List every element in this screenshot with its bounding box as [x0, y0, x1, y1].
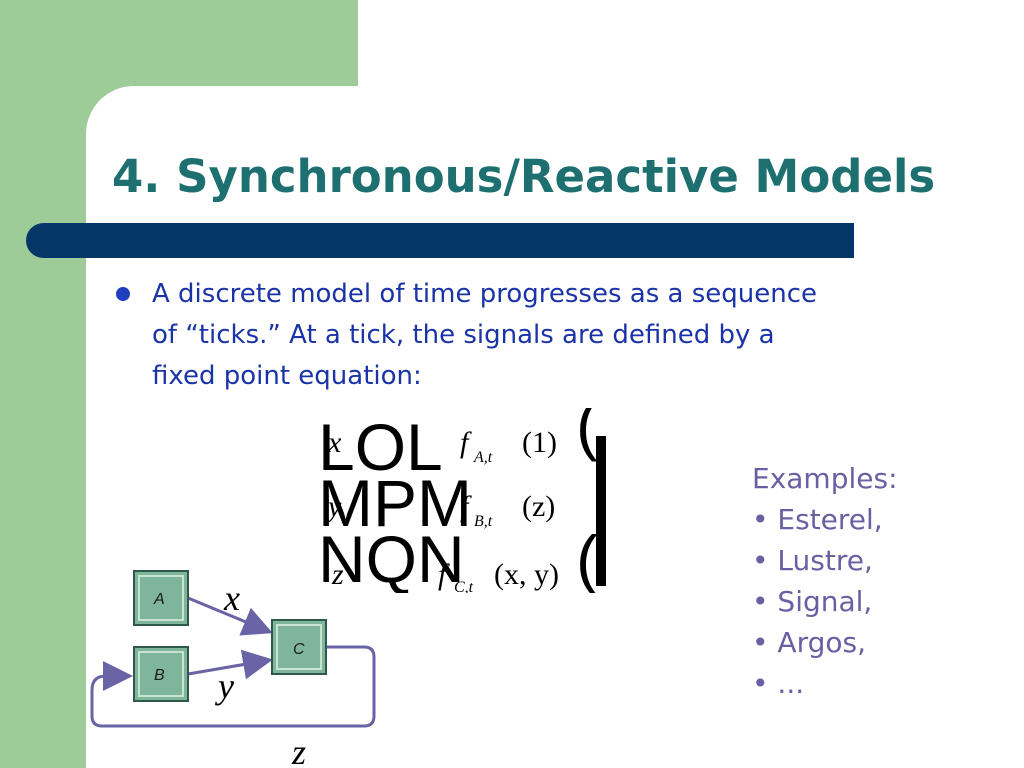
- node-label-b: B: [154, 667, 165, 684]
- equation-glyph: LOL: [318, 410, 443, 484]
- equation-line-2: y f B,t (z): [325, 490, 555, 530]
- examples-list: Examples: Esterel, Lustre, Signal, Argos…: [752, 458, 898, 704]
- signal-label-z: z: [291, 732, 306, 768]
- eq-lhs-x: x: [327, 426, 342, 459]
- title-underline-bar: [26, 223, 854, 258]
- eq-arg: (z): [522, 490, 555, 523]
- example-item: Esterel,: [752, 499, 898, 540]
- example-item: ...: [752, 663, 898, 704]
- equation-glyph: MPM: [318, 466, 472, 540]
- eq-lhs-z: z: [331, 558, 344, 591]
- node-a: A: [133, 570, 189, 626]
- example-item: Signal,: [752, 581, 898, 622]
- equation-glyph: NQN: [318, 522, 465, 593]
- eq-arg: (1): [522, 426, 557, 459]
- block-diagram: A B C x y z: [90, 570, 376, 768]
- node-label-a: A: [153, 591, 165, 608]
- arrow-a-to-c: [187, 596, 273, 636]
- bullet-icon: [116, 287, 130, 301]
- examples-heading: Examples:: [752, 462, 898, 495]
- slide-title: 4. Synchronous/Reactive Models: [112, 150, 936, 203]
- example-item: Lustre,: [752, 540, 898, 581]
- eq-lhs-y: y: [325, 490, 342, 523]
- eq-sub: B,t: [474, 513, 493, 530]
- signal-label-y: y: [215, 666, 234, 706]
- eq-sub: C,t: [454, 579, 474, 593]
- eq-arg: (x, y): [494, 558, 559, 591]
- feedback-arrow-c-to-b: [90, 645, 376, 728]
- top-background: [358, 0, 1024, 90]
- node-c: C: [271, 619, 327, 675]
- arrow-b-to-c: [187, 649, 273, 680]
- node-label-c: C: [293, 641, 305, 658]
- signal-label-x: x: [223, 578, 240, 618]
- fixed-point-equation: LOL MPM NQN ( ( x f A,t (1) y f B,t (z) …: [318, 408, 606, 593]
- equation-glyph: (: [576, 408, 598, 462]
- eq-fn: f: [460, 426, 472, 459]
- bullet-text: A discrete model of time progresses as a…: [152, 279, 818, 391]
- example-item: Argos,: [752, 622, 898, 663]
- equation-bracket: [596, 436, 606, 586]
- equation-glyph: (: [576, 522, 598, 593]
- eq-sub: A,t: [473, 449, 493, 466]
- node-b: B: [133, 646, 189, 702]
